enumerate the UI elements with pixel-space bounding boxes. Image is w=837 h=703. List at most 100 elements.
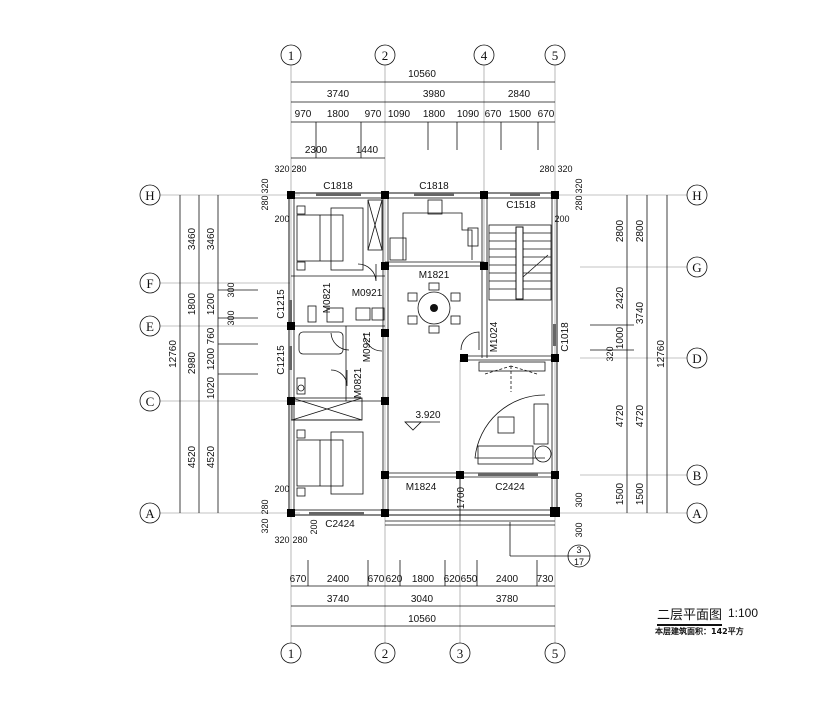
dim-label: 200	[554, 214, 569, 224]
door-label: M0921	[352, 288, 383, 299]
furniture	[296, 199, 552, 497]
dim-label: 2800	[615, 219, 626, 242]
dim-label: 320	[557, 164, 572, 174]
window-label: C1215	[276, 289, 287, 319]
dim-label: 1800	[327, 109, 350, 120]
axis-label-left: F	[146, 276, 153, 291]
dim-label: 1020	[206, 376, 217, 399]
opening-labels: C1818 C1818 C1518 M1821 M0921 M0921 M082…	[276, 181, 571, 530]
window-label: C2424	[495, 482, 525, 493]
dimensions-bottom: 670 2400 670 620 1800 620 650 2400 730 3…	[274, 519, 555, 627]
dim-label: 4720	[615, 404, 626, 427]
dim-label: 1800	[412, 574, 435, 585]
detail-reference: 3 17	[459, 478, 591, 568]
dim-label: 620	[386, 574, 403, 585]
drawing-title: 二层平面图	[657, 604, 723, 626]
dim-label: 280	[574, 195, 584, 210]
dim-label: 200	[274, 214, 289, 224]
axis-label-bottom: 3	[457, 646, 464, 661]
dim-label: 280	[539, 164, 554, 174]
dim-label: 3740	[327, 89, 350, 100]
windows	[289, 193, 556, 515]
dim-label: 730	[537, 574, 554, 585]
detail-sheet: 17	[574, 557, 584, 567]
dim-label: 650	[461, 574, 478, 585]
dim-label: 3040	[411, 594, 434, 605]
floor-area-note: 本层建筑面积：142平方	[655, 627, 744, 636]
axis-label-right: H	[692, 188, 701, 203]
dim-label: 320	[260, 178, 270, 193]
dimensions-left: 12760 3460 1800 2980 4520 3460 1200 760 …	[168, 178, 290, 533]
dim-total-right: 12760	[656, 340, 667, 368]
tv-unit-icon	[478, 361, 546, 392]
dim-label: 2400	[327, 574, 350, 585]
stair-icon	[488, 224, 552, 301]
dim-label: 670	[485, 109, 502, 120]
dim-total-top: 10560	[408, 69, 436, 80]
dim-label: 4520	[187, 445, 198, 468]
window-label: C1215	[276, 345, 287, 375]
dim-label: 1090	[388, 109, 411, 120]
dim-label: 280	[260, 195, 270, 210]
dim-label: 1800	[423, 109, 446, 120]
drawing-scale: 1:100	[728, 606, 759, 620]
dim-label: 1500	[615, 482, 626, 505]
door-label: M1821	[419, 270, 450, 281]
window-label: C1018	[560, 322, 571, 352]
axis-label-left: E	[146, 319, 154, 334]
toilet-icon	[296, 305, 317, 395]
dim-label: 1000	[615, 326, 626, 349]
axis-label-right: D	[692, 351, 701, 366]
detail-number: 3	[576, 545, 581, 555]
columns	[287, 191, 560, 517]
dim-label: 970	[365, 109, 382, 120]
dim-label: 760	[206, 327, 217, 344]
bed-icon	[296, 205, 364, 271]
door-label: M0821	[322, 282, 333, 313]
axis-label-right: G	[692, 260, 701, 275]
dim-label: 1200	[206, 292, 217, 315]
dim-label: 280	[260, 499, 270, 514]
dim-label: 2420	[615, 286, 626, 309]
balcony-dim: 1700	[456, 486, 467, 509]
dim-label: 320	[605, 346, 615, 361]
dim-label: 3740	[327, 594, 350, 605]
sofa-icon	[474, 394, 552, 465]
dim-label: 3740	[635, 301, 646, 324]
window-label: C2424	[325, 519, 355, 530]
axis-label-right: A	[692, 506, 702, 521]
dining-table-icon	[407, 282, 461, 334]
dim-label: 280	[291, 164, 306, 174]
axis-label-bottom: 2	[382, 646, 389, 661]
door-label: M1024	[489, 321, 500, 352]
window-label: C1818	[323, 181, 353, 192]
axis-label-right: B	[693, 468, 702, 483]
dim-label: 320	[260, 518, 270, 533]
dim-label: 200	[274, 484, 289, 494]
axis-label-bottom: 5	[552, 646, 559, 661]
dim-label: 300	[226, 282, 236, 297]
dim-label: 4720	[635, 404, 646, 427]
dim-label: 1500	[635, 482, 646, 505]
dimensions-top: 10560 3740 3980 2840 970 1800 970 1090 1…	[274, 69, 572, 174]
dim-label: 670	[368, 574, 385, 585]
dim-label: 2980	[187, 351, 198, 374]
dim-label: 970	[295, 109, 312, 120]
axis-label-left: H	[145, 188, 154, 203]
dim-label: 3780	[496, 594, 519, 605]
axis-label-top: 4	[481, 48, 488, 63]
dim-label: 2800	[635, 219, 646, 242]
axis-label-left: C	[146, 394, 155, 409]
window-label: C1518	[506, 200, 536, 211]
dim-label: 300	[226, 310, 236, 325]
dim-label: 3460	[206, 227, 217, 250]
axis-label-bottom: 1	[288, 646, 295, 661]
dim-total-left: 12760	[168, 340, 179, 368]
dim-label: 320	[574, 178, 584, 193]
axis-label-top: 2	[382, 48, 389, 63]
axis-label-top: 5	[552, 48, 559, 63]
dim-label: 3460	[187, 227, 198, 250]
door-swings	[330, 263, 480, 387]
sink-icon	[297, 307, 385, 392]
